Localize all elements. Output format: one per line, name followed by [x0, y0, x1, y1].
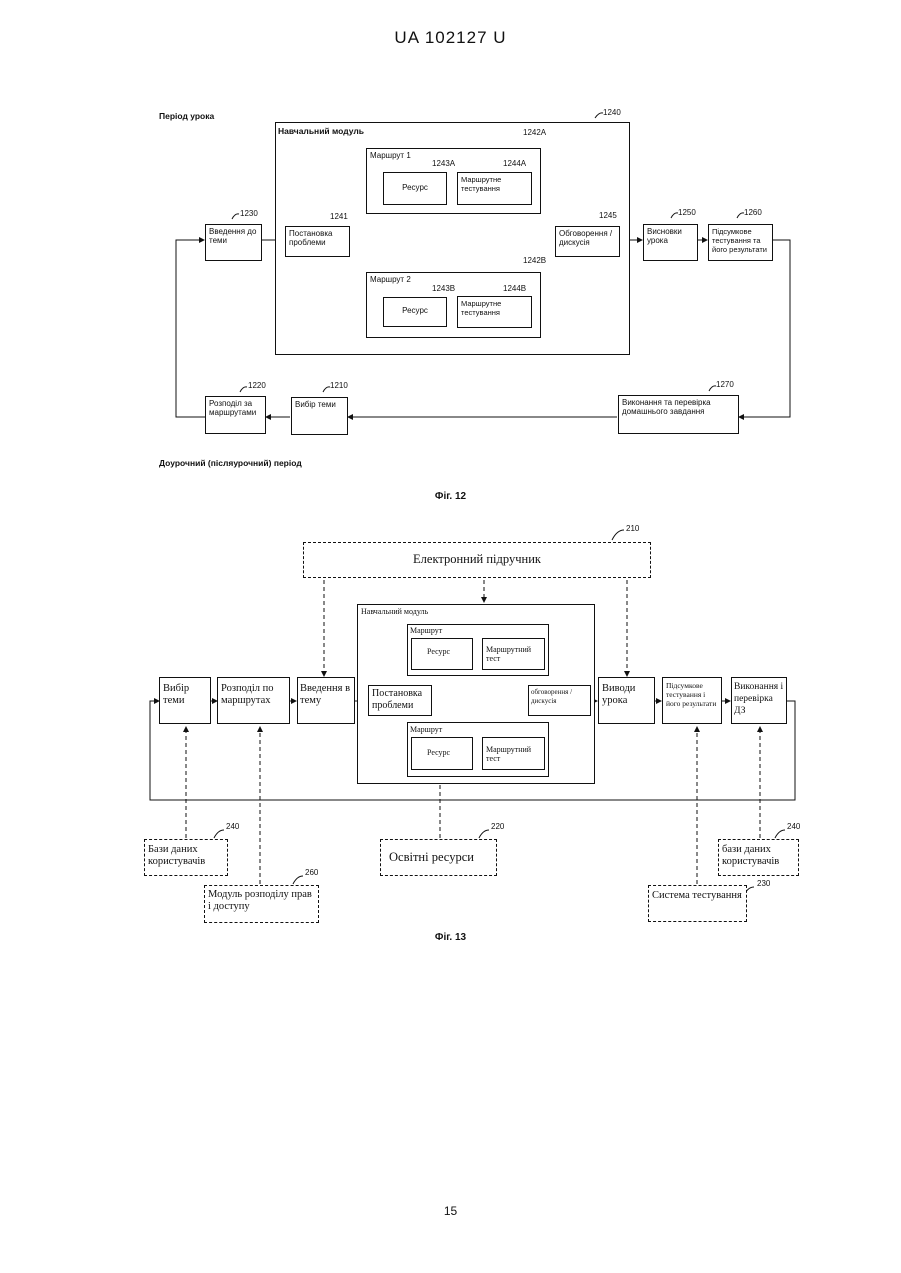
fig13-resource-b-box: Ресурс	[411, 737, 473, 770]
edu-resources-box: Освітні ресурси	[380, 839, 497, 876]
fig13-problem-box: Постановка проблеми	[368, 685, 432, 716]
ref-220: 220	[491, 822, 504, 831]
users-db-right-box: бази даних користувачів	[718, 839, 799, 876]
e-textbook-label: Електронний підручник	[303, 552, 651, 566]
ref-230: 230	[757, 879, 770, 888]
users-db-left-box: Бази даних користувачів	[144, 839, 228, 876]
fig13-route-test-a-box: Маршрутний тест	[482, 638, 545, 670]
fig13-route-test-b-box: Маршрутний тест	[482, 737, 545, 770]
fig13-choose-topic-box: Вибір теми	[159, 677, 211, 724]
fig13-conclusions-box: Виводи урока	[598, 677, 655, 724]
fig13-route-a-title: Маршрут	[410, 626, 442, 635]
fig13-resource-a-box: Ресурс	[411, 638, 473, 670]
fig13-homework-box: Виконання і перевірка ДЗ	[731, 677, 787, 724]
ref-210: 210	[626, 524, 639, 533]
access-module-box: Модуль розподілу прав і доступу	[204, 885, 319, 923]
fig13-discussion-box: обговорення / дискусія	[528, 685, 591, 716]
fig13-intro-box: Введення в тему	[297, 677, 355, 724]
fig13-route-b-title: Маршрут	[410, 725, 442, 734]
fig13-final-test-box: Підсумкове тестування і його результати	[662, 677, 722, 724]
testing-system-box: Система тестування	[648, 885, 747, 922]
fig13-caption: Фіг. 13	[0, 932, 901, 943]
ref-260: 260	[305, 868, 318, 877]
ref-240-right: 240	[787, 822, 800, 831]
fig13-learning-module-title: Навчальний модуль	[361, 607, 428, 616]
fig13-distribution-box: Розподіл по маршрутах	[217, 677, 290, 724]
ref-240-left: 240	[226, 822, 239, 831]
